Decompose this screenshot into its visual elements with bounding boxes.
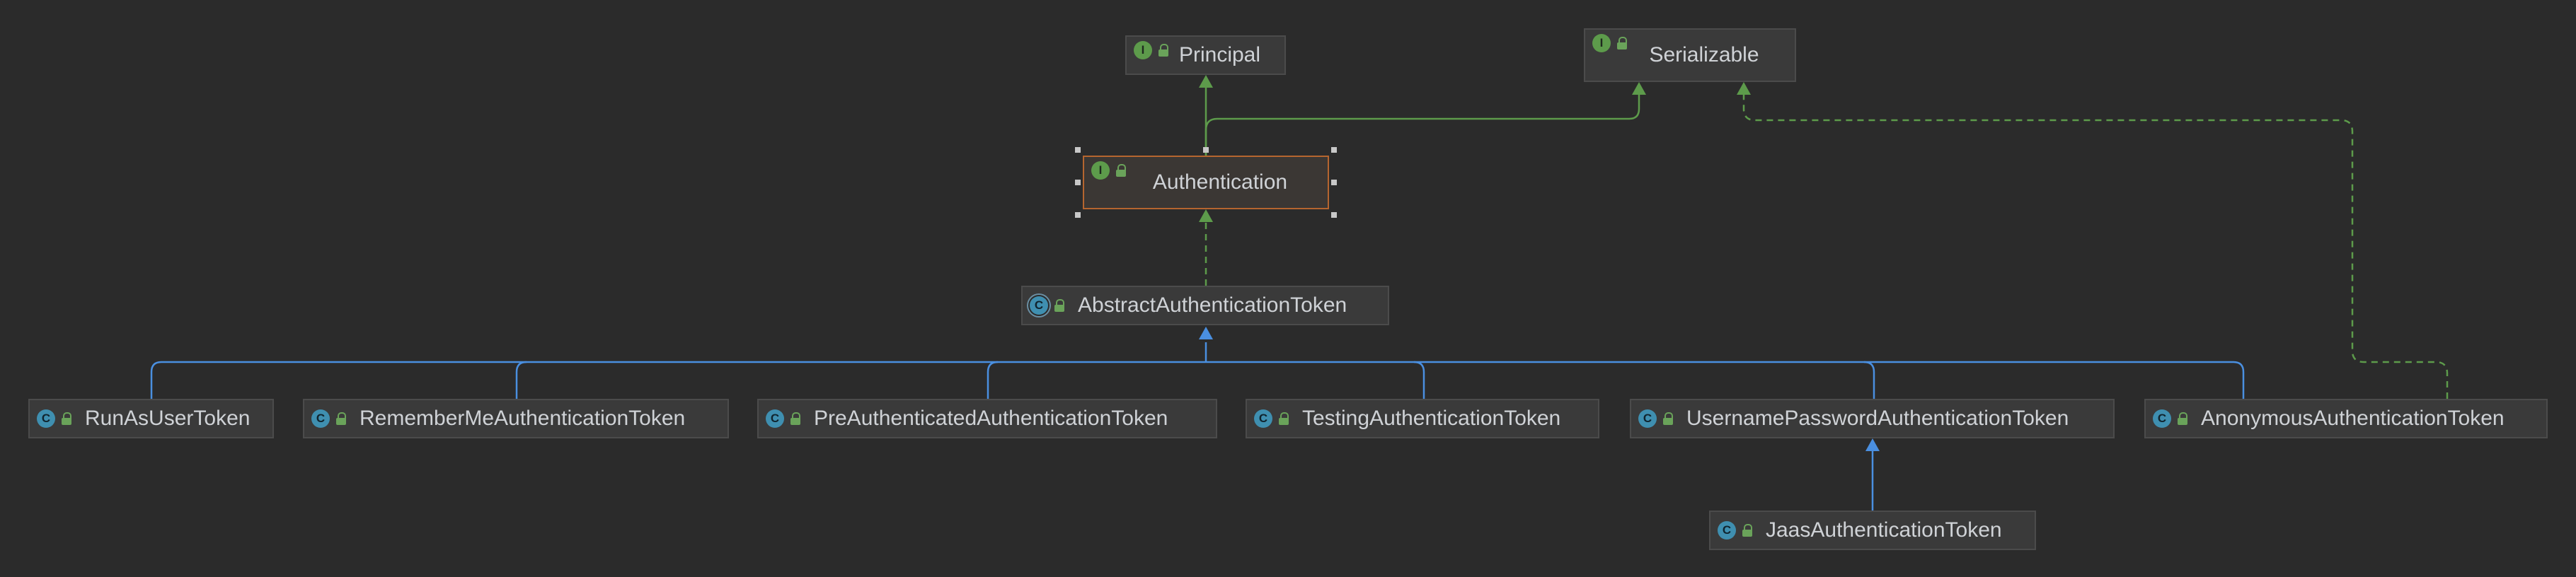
public-access-icon — [1054, 299, 1065, 312]
resize-handle-middle-left[interactable] — [1075, 180, 1081, 185]
edge-bus-horizontal — [150, 361, 2245, 399]
class-icon: C — [766, 409, 784, 428]
public-access-icon — [790, 412, 801, 425]
arrowhead-serializable-dashed — [1737, 82, 1751, 95]
interface-icon: I — [1134, 41, 1152, 59]
class-icon: C — [2153, 409, 2171, 428]
edge-anonymous-serializable — [1742, 95, 2449, 399]
node-authentication[interactable]: I Authentication — [1083, 156, 1329, 209]
class-icon: C — [1254, 409, 1272, 428]
node-label: Authentication — [1152, 170, 1288, 194]
abstract-class-icon: C — [1030, 296, 1048, 315]
node-label: Serializable — [1649, 43, 1759, 66]
class-icon: C — [311, 409, 330, 428]
public-access-icon — [61, 412, 72, 425]
node-label: RememberMeAuthenticationToken — [360, 407, 686, 430]
resize-handle-bottom-left[interactable] — [1075, 212, 1081, 218]
public-access-icon — [1158, 44, 1169, 57]
node-runas-user-token[interactable]: C RunAsUserToken — [28, 399, 274, 438]
edge-subclass-3 — [1863, 361, 1875, 399]
node-label: JaasAuthenticationToken — [1766, 518, 2002, 542]
node-label: UsernamePasswordAuthenticationToken — [1686, 407, 2069, 430]
node-principal[interactable]: I Principal — [1125, 35, 1286, 75]
class-icon: C — [1718, 521, 1736, 540]
resize-handle-top-left[interactable] — [1075, 147, 1081, 153]
arrowhead-principal — [1199, 75, 1213, 88]
arrowhead-abstract-token — [1199, 327, 1213, 339]
node-rememberme-authentication-token[interactable]: C RememberMeAuthenticationToken — [303, 399, 729, 438]
node-label: RunAsUserToken — [85, 407, 251, 430]
node-anonymous-authentication-token[interactable]: C AnonymousAuthenticationToken — [2144, 399, 2548, 438]
interface-icon: I — [1091, 161, 1110, 180]
node-label: PreAuthenticatedAuthenticationToken — [814, 407, 1168, 430]
node-label: TestingAuthenticationToken — [1302, 407, 1561, 430]
edge-subclass-1 — [987, 361, 999, 399]
public-access-icon — [1278, 412, 1289, 425]
arrowhead-serializable — [1632, 82, 1646, 95]
public-access-icon — [1115, 164, 1127, 177]
node-abstract-authentication-token[interactable]: C AbstractAuthenticationToken — [1021, 286, 1389, 325]
node-preauthenticated-authentication-token[interactable]: C PreAuthenticatedAuthenticationToken — [757, 399, 1217, 438]
node-label: AbstractAuthenticationToken — [1078, 293, 1347, 317]
public-access-icon — [2177, 412, 2188, 425]
arrowhead-authentication — [1199, 209, 1213, 222]
public-access-icon — [1662, 412, 1674, 425]
resize-handle-middle-right[interactable] — [1331, 180, 1337, 185]
arrowhead-usernamepassword — [1865, 438, 1880, 451]
interface-icon: I — [1592, 34, 1611, 52]
node-label: Principal — [1178, 43, 1261, 66]
node-usernamepassword-authentication-token[interactable]: C UsernamePasswordAuthenticationToken — [1630, 399, 2115, 438]
node-label: AnonymousAuthenticationToken — [2201, 407, 2505, 430]
resize-handle-top-middle[interactable] — [1203, 147, 1209, 153]
public-access-icon — [335, 412, 347, 425]
edge-authentication-serializable — [1204, 95, 1640, 156]
node-serializable[interactable]: I Serializable — [1584, 28, 1796, 82]
public-access-icon — [1742, 524, 1753, 537]
resize-handle-bottom-right[interactable] — [1331, 212, 1337, 218]
public-access-icon — [1616, 37, 1628, 49]
class-icon: C — [37, 409, 55, 428]
resize-handle-top-right[interactable] — [1331, 147, 1337, 153]
edge-subclass-2 — [1413, 361, 1425, 399]
edge-subclass-0 — [515, 361, 527, 399]
node-testing-authentication-token[interactable]: C TestingAuthenticationToken — [1246, 399, 1599, 438]
node-jaas-authentication-token[interactable]: C JaasAuthenticationToken — [1709, 511, 2036, 550]
class-icon: C — [1638, 409, 1657, 428]
